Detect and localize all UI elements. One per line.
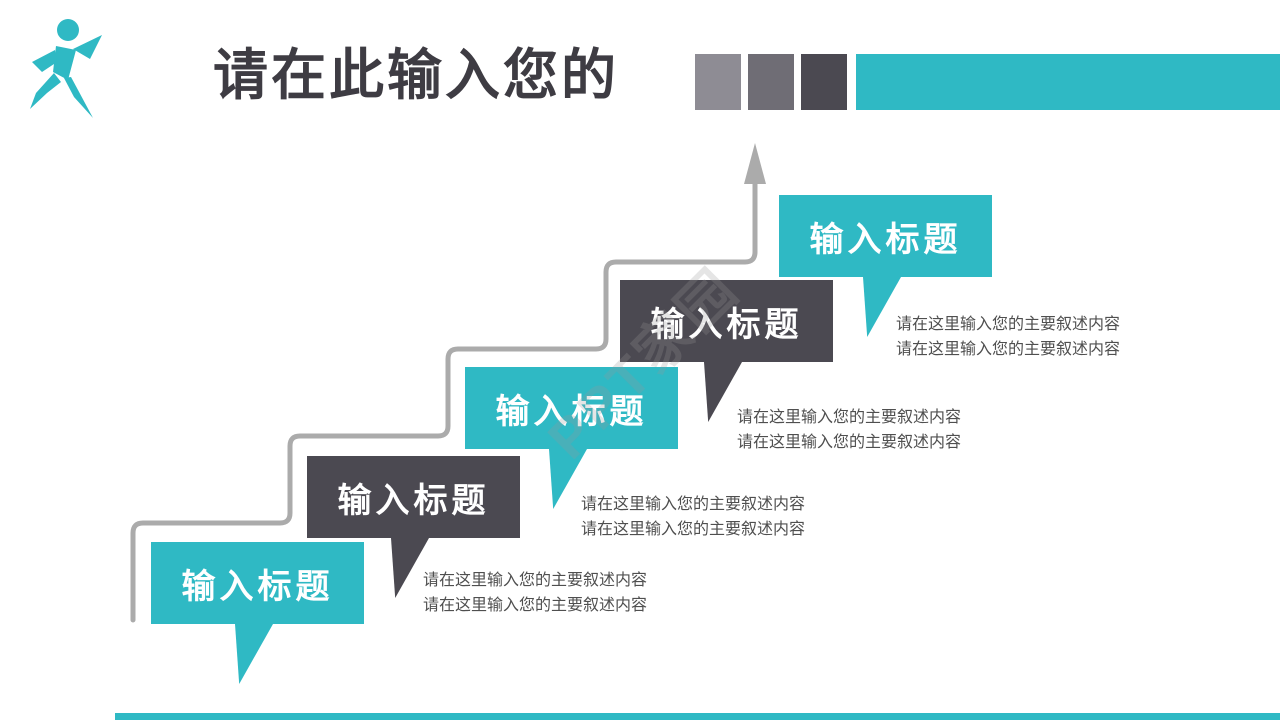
callout-step-1: 输入标题 — [151, 542, 364, 624]
callout-step-4: 输入标题 — [620, 280, 833, 362]
desc-step-4: 请在这里输入您的主要叙述内容 请在这里输入您的主要叙述内容 — [737, 405, 961, 455]
callout-step-3: 输入标题 — [465, 367, 678, 449]
callout-title: 输入标题 — [337, 481, 490, 520]
callout-title: 输入标题 — [181, 567, 334, 606]
callout-title: 输入标题 — [650, 305, 803, 344]
decor-square-2 — [748, 54, 794, 110]
header-accent-bar — [856, 54, 1280, 110]
callout-step-2: 输入标题 — [307, 456, 520, 538]
decor-square-1 — [695, 54, 741, 110]
desc-line: 请在这里输入您的主要叙述内容 — [896, 316, 1121, 333]
desc-step-3: 请在这里输入您的主要叙述内容 请在这里输入您的主要叙述内容 — [581, 492, 805, 542]
connector-path — [130, 177, 758, 623]
callout-title: 输入标题 — [809, 220, 962, 259]
desc-step-2: 请在这里输入您的主要叙述内容 请在这里输入您的主要叙述内容 — [423, 568, 647, 618]
arrow-head-icon — [744, 143, 766, 184]
callout-step-5: 输入标题 — [779, 195, 992, 277]
desc-step-5: 请在这里输入您的主要叙述内容 请在这里输入您的主要叙述内容 — [896, 312, 1120, 362]
runner-icon — [30, 19, 102, 118]
desc-line: 请在这里输入您的主要叙述内容 — [896, 341, 1121, 358]
desc-line: 请在这里输入您的主要叙述内容 — [737, 434, 962, 451]
desc-line: 请在这里输入您的主要叙述内容 — [581, 496, 806, 513]
footer-accent-bar — [115, 713, 1280, 720]
desc-line: 请在这里输入您的主要叙述内容 — [581, 521, 806, 538]
callout-title: 输入标题 — [495, 392, 648, 431]
desc-line: 请在这里输入您的主要叙述内容 — [423, 597, 648, 614]
decor-square-3 — [801, 54, 847, 110]
desc-line: 请在这里输入您的主要叙述内容 — [737, 409, 962, 426]
slide-title: 请在此输入您的 — [213, 44, 620, 106]
desc-line: 请在这里输入您的主要叙述内容 — [423, 572, 648, 589]
